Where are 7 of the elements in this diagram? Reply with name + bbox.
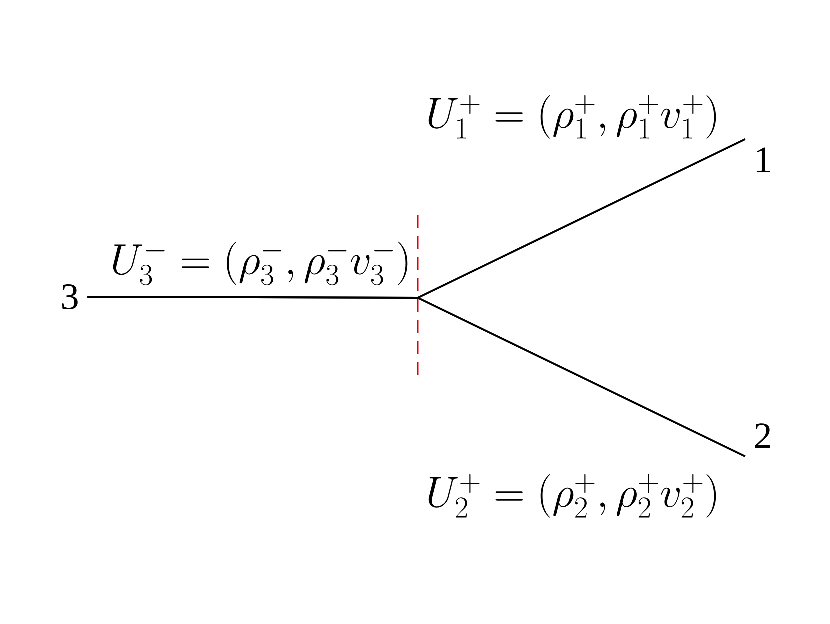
state-formula: $U_2^+ = (\rho_2^+, \rho_2^+ v_2^+)$ [428, 474, 716, 518]
road-number: 1 [756, 148, 770, 172]
road-number: 3 [62, 284, 78, 310]
road-number: 2 [755, 424, 770, 448]
state-formula: $U_3^- = (\rho_3^-, \rho_3^- v_3^-)$ [113, 242, 408, 286]
state-formula: $U_1^+ = (\rho_1^+, \rho_1^+ v_1^+)$ [428, 95, 716, 139]
road-line [88, 296, 746, 458]
